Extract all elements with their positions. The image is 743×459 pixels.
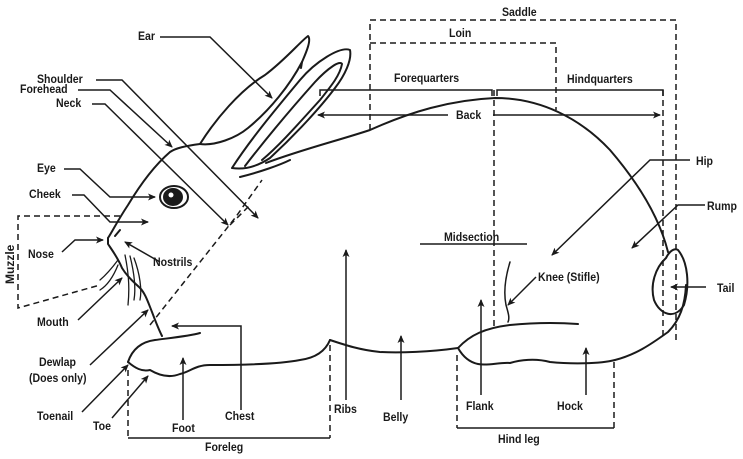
eye-arrow (64, 168, 156, 201)
label-midsection: Midsection (444, 230, 500, 244)
rump-arrow (631, 204, 705, 249)
hindquarters-bracket (496, 89, 664, 96)
nose-tip (114, 229, 121, 237)
chest-arrow (171, 322, 242, 410)
cheek-arrow (72, 194, 149, 226)
knee-arrow (507, 276, 537, 306)
dewlap-arrow (89, 309, 149, 366)
label-hock: Hock (557, 399, 583, 413)
label-hind-leg: Hind leg (498, 432, 540, 446)
label-knee: Knee (Stifle) (538, 270, 600, 284)
back-ear-edge (199, 61, 303, 146)
label-ear: Ear (138, 29, 156, 43)
back-line (265, 97, 669, 253)
label-muzzle: Muzzle (3, 244, 17, 284)
toe-arrow (111, 375, 149, 419)
front-ear (231, 48, 352, 170)
hind-foot-bottom (457, 284, 687, 366)
ear-arrow (160, 36, 273, 99)
label-saddle: Saddle (502, 5, 537, 19)
whisker (129, 255, 136, 301)
label-rump: Rump (707, 199, 737, 213)
bracket-lines (128, 89, 664, 439)
face-front (107, 237, 163, 337)
hind-foot (457, 322, 579, 349)
label-hip: Hip (696, 154, 714, 168)
front-ear-inner (244, 62, 343, 167)
forequarters-bracket (319, 89, 493, 96)
nostrils-arrow (124, 241, 161, 263)
neck-guide (149, 179, 263, 326)
toenail-arrow (81, 364, 129, 413)
leader-arrows (61, 36, 706, 420)
front-foot-bottom (127, 339, 331, 378)
label-dewlap: Dewlap (39, 355, 76, 369)
label-dewlap-note: (Does only) (29, 371, 87, 385)
mouth-arrow (77, 277, 123, 321)
label-tail: Tail (717, 281, 735, 295)
label-belly: Belly (383, 410, 409, 424)
loin-bracket (370, 42, 557, 110)
whisker (124, 254, 130, 306)
label-hindquarters: Hindquarters (567, 72, 633, 86)
back-ear (199, 35, 311, 145)
label-eye: Eye (37, 161, 56, 175)
label-shoulder: Shoulder (37, 72, 83, 86)
shoulder-arrow (96, 79, 259, 219)
whisker (99, 259, 119, 281)
label-foreleg: Foreleg (205, 440, 244, 454)
eye-pupil (163, 188, 183, 206)
knee-line (504, 261, 511, 323)
ear-base (239, 159, 291, 178)
label-nostrils: Nostrils (153, 255, 193, 269)
eye-highlight (168, 192, 174, 198)
whisker (99, 264, 119, 291)
label-mouth: Mouth (37, 315, 69, 329)
label-foot: Foot (172, 421, 195, 435)
nose-arrow (61, 236, 104, 253)
hip-arrow (551, 159, 690, 256)
label-ribs: Ribs (334, 402, 357, 416)
label-chest: Chest (225, 409, 255, 423)
label-forehead: Forehead (20, 82, 68, 96)
label-toe: Toe (93, 419, 111, 433)
region-guides (17, 19, 677, 438)
whisker (133, 257, 142, 301)
label-nose: Nose (28, 247, 54, 261)
saddle-bracket (369, 19, 677, 340)
muzzle-bracket (17, 215, 120, 309)
forehead-arrow (78, 89, 173, 148)
label-back: Back (456, 108, 482, 122)
belly-line (329, 339, 459, 354)
neck-arrow (92, 103, 229, 226)
label-loin: Loin (449, 26, 472, 40)
neck-guide-upper (229, 204, 251, 226)
head-top (107, 143, 201, 239)
eye-outline (159, 185, 189, 209)
label-flank: Flank (466, 399, 494, 413)
label-forequarters: Forequarters (394, 71, 460, 85)
label-neck: Neck (56, 96, 82, 110)
tail (651, 248, 689, 315)
rabbit-outline (99, 35, 689, 378)
label-toenail: Toenail (37, 409, 74, 423)
label-cheek: Cheek (29, 187, 61, 201)
front-foot (127, 332, 201, 363)
